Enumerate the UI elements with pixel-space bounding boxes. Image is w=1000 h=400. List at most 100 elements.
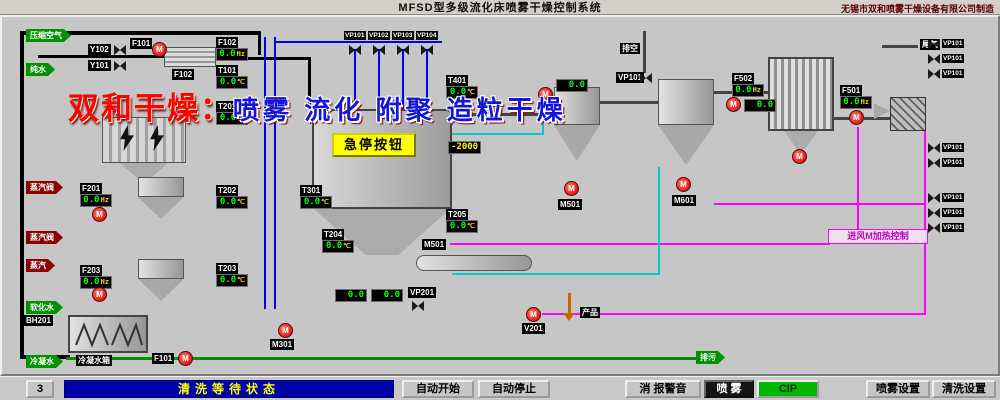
fluid-bed: [416, 255, 532, 271]
display-pair3-a: 0.0: [335, 289, 367, 302]
fan-f101-top[interactable]: M: [152, 42, 167, 57]
valve-vp101-mid-icon[interactable]: [640, 73, 652, 83]
pump-m301[interactable]: M: [278, 323, 293, 338]
pump-bag-filter[interactable]: M: [792, 149, 807, 164]
display-pair3-b: 0.0: [371, 289, 403, 302]
pump-m501[interactable]: M: [564, 181, 579, 196]
tag-T205: T205: [446, 209, 469, 220]
valve-right-icon[interactable]: [928, 69, 940, 79]
unit: ℃: [237, 114, 245, 122]
fan-control-box: 进风M加热控制: [828, 229, 928, 244]
pump-cyclone-fan-1[interactable]: M: [538, 87, 553, 102]
cyclone-left-1: [138, 177, 184, 197]
display-T203: 0.0℃: [216, 274, 248, 287]
product-arrowhead: [563, 313, 575, 321]
valve-y101-icon[interactable]: [114, 61, 126, 71]
tag-y102: Y102: [88, 44, 111, 55]
unit: Hz: [100, 196, 109, 204]
value: 0.0: [325, 241, 343, 251]
valve-y102-icon[interactable]: [114, 45, 126, 55]
valve-vp104-icon[interactable]: [421, 45, 433, 55]
pump-cyclone-fan-2[interactable]: M: [726, 97, 741, 112]
manufacturer-label: 无锡市双和喷雾干燥设备有限公司制造: [840, 4, 994, 14]
tag-v201: V201: [522, 323, 545, 334]
pipe-green-drain: [66, 357, 698, 360]
value: 0.0: [219, 77, 237, 87]
valve-right-icon[interactable]: [928, 39, 940, 49]
tag-heater-f102: F102: [172, 69, 195, 80]
unit: ℃: [237, 198, 245, 206]
valve-vp101-icon[interactable]: [349, 45, 361, 55]
tag-m601-cone: M601: [672, 195, 697, 206]
tag-right-vp101: VP101: [942, 208, 964, 217]
unit: Hz: [752, 86, 761, 94]
process-diagram: 双和干燥：喷雾 流化 附聚 造粒干燥 压缩空气 纯水 蒸汽阀 蒸汽阀 蒸汽 软化…: [0, 15, 1000, 376]
valve-right-icon[interactable]: [928, 158, 940, 168]
tag-T204: T204: [322, 229, 345, 240]
pipe-cyan-riser: [542, 95, 544, 135]
value: 0.0: [303, 197, 321, 207]
cyclone-left-2-cone: [138, 279, 184, 301]
pump-v201[interactable]: M: [526, 307, 541, 322]
tag-F501: F501: [840, 85, 863, 96]
tag-F201: F201: [80, 183, 103, 194]
pipe-blue-vp2: [378, 49, 380, 109]
spray-settings-button[interactable]: 喷雾设置: [866, 380, 930, 398]
pipe-fan-to-hatch: [864, 117, 892, 120]
cip-button[interactable]: CIP: [757, 380, 819, 398]
display-F502: 0.0Hz: [732, 84, 764, 97]
pump-cyclone-2[interactable]: M: [92, 287, 107, 302]
tag-T201: T201: [216, 101, 239, 112]
valve-vp103-icon[interactable]: [397, 45, 409, 55]
pipe-product: [568, 293, 571, 313]
pipe-magenta-right: [924, 117, 926, 313]
pump-f101-bottom[interactable]: M: [178, 351, 193, 366]
valve-right-icon[interactable]: [928, 54, 940, 64]
valve-right-icon[interactable]: [928, 143, 940, 153]
inlet-compressed-air: 压缩空气: [26, 29, 71, 42]
pipe-heater-down: [308, 57, 311, 109]
value: 0.0: [219, 197, 237, 207]
tag-F102: F102: [216, 37, 239, 48]
tag-vp101-mid: VP101: [616, 72, 645, 83]
tag-f101-bottom2: F101: [152, 353, 175, 364]
tag-vp101-top: VP101: [344, 31, 366, 40]
control-bar: 3 清洗等待状态 自动开始 自动停止 消 报警音 喷 雾 CIP 喷雾设置 清洗…: [0, 376, 1000, 400]
value: 0.0: [219, 49, 236, 59]
pipe-blue-riser-2: [274, 37, 276, 309]
auto-start-button[interactable]: 自动开始: [402, 380, 474, 398]
tag-F502: F502: [732, 73, 755, 84]
tag-right-vp101: VP101: [942, 193, 964, 202]
tag-y101: Y101: [88, 60, 111, 71]
tag-product: 产品: [580, 307, 600, 318]
pipe-air-duct: [38, 55, 164, 58]
valve-vp102-icon[interactable]: [373, 45, 385, 55]
display-F102: 0.0Hz: [216, 48, 248, 61]
display-T101: 0.0℃: [216, 76, 248, 89]
pump-exhaust-fan[interactable]: M: [849, 110, 864, 125]
pipe-magenta-fan-down: [857, 127, 859, 243]
pipe-blue-vp1: [354, 49, 356, 109]
valve-vp201-icon[interactable]: [412, 301, 424, 311]
counter-button[interactable]: 3: [26, 380, 54, 398]
value: 0.0: [219, 275, 237, 285]
valve-right-icon[interactable]: [928, 193, 940, 203]
clean-settings-button[interactable]: 清洗设置: [932, 380, 996, 398]
valve-right-icon[interactable]: [928, 208, 940, 218]
display-T204: 0.0℃: [322, 240, 354, 253]
emergency-stop-button[interactable]: 急停按钮: [332, 133, 416, 157]
cyclone-vessel-1: [554, 87, 600, 125]
pump-cyclone-1[interactable]: M: [92, 207, 107, 222]
inlet-soft-water: 软化水: [26, 301, 63, 314]
inlet-steam: 蒸汽: [26, 259, 55, 272]
inlet-condensate: 冷凝水: [26, 355, 63, 368]
mute-alarm-button[interactable]: 消 报警音: [625, 380, 701, 398]
pump-m601[interactable]: M: [676, 177, 691, 192]
auto-stop-button[interactable]: 自动停止: [478, 380, 550, 398]
display-T301: 0.0℃: [300, 196, 332, 209]
valve-right-icon[interactable]: [928, 223, 940, 233]
spray-button[interactable]: 喷 雾: [704, 380, 754, 398]
cyclone-vessel-2-cone: [658, 125, 714, 165]
tag-right-vp101: VP101: [942, 54, 964, 63]
unit: ℃: [343, 242, 351, 250]
